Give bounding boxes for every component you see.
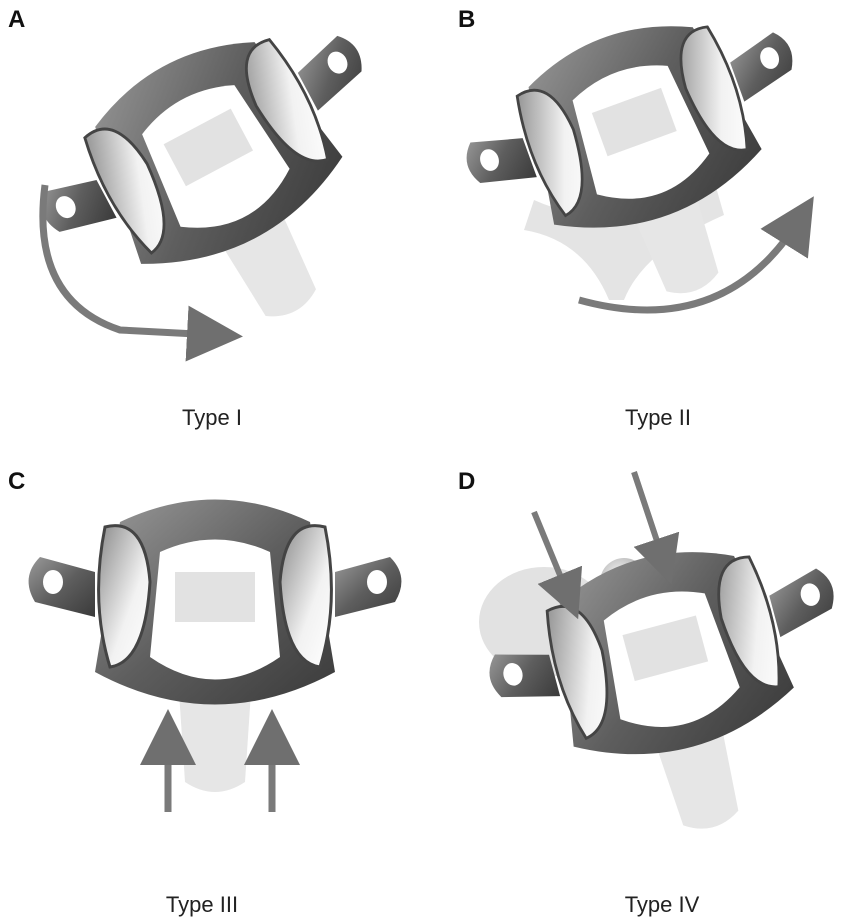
atlas-illustration-type-i: [0, 0, 424, 462]
panel-caption: Type III: [0, 892, 414, 918]
panel-type-iv: D Type IV: [424, 462, 848, 924]
atlas-illustration-type-ii: [424, 0, 848, 462]
panel-type-i: A Type I: [0, 0, 424, 462]
panel-type-ii: B Type II: [424, 0, 848, 462]
panel-caption: Type IV: [450, 892, 848, 918]
panel-caption: Type II: [446, 405, 848, 431]
panel-letter: D: [458, 468, 475, 496]
panel-letter: C: [8, 468, 25, 496]
panel-caption: Type I: [0, 405, 424, 431]
panel-type-iii: C Type III: [0, 462, 424, 924]
atlas-illustration-type-iv: [424, 462, 848, 924]
panel-letter: A: [8, 6, 25, 34]
panel-letter: B: [458, 6, 475, 34]
arrow-right: [634, 472, 664, 562]
atlas-illustration-type-iii: [0, 462, 424, 924]
